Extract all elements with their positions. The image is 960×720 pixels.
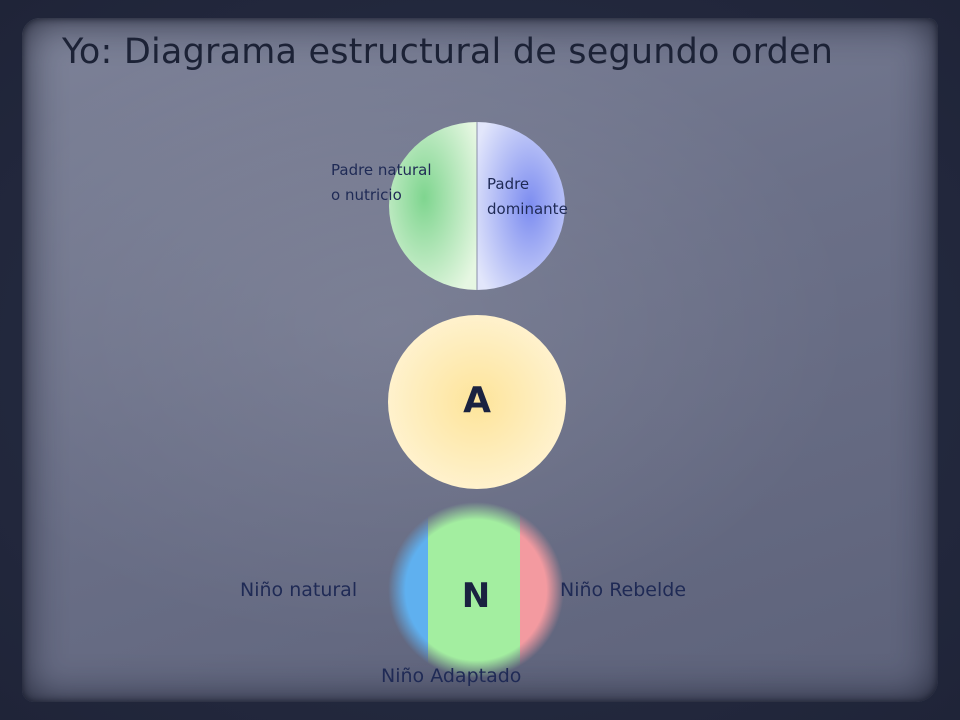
child-circle bbox=[388, 502, 565, 678]
parent-natural-label: Padre natural o nutricio bbox=[331, 158, 432, 208]
slide-title: Yo: Diagrama estructural de segundo orde… bbox=[62, 32, 834, 72]
child-adapted-label: Niño Adaptado bbox=[381, 665, 522, 687]
child-letter: N bbox=[461, 576, 491, 616]
parent-dominant-label-line1: Padre bbox=[487, 175, 530, 193]
parent-natural-label-line2: o nutricio bbox=[331, 186, 402, 204]
parent-dominant-label: Padre dominante bbox=[487, 172, 568, 222]
child-natural-label: Niño natural bbox=[240, 579, 358, 601]
adult-letter: A bbox=[463, 380, 491, 421]
parent-natural-label-line1: Padre natural bbox=[331, 161, 432, 179]
child-rebel-label: Niño Rebelde bbox=[560, 579, 687, 601]
child-rebel-segment bbox=[520, 502, 565, 678]
parent-dominant-label-line2: dominante bbox=[487, 200, 568, 218]
child-adapted-segment bbox=[428, 502, 520, 678]
adult-circle bbox=[388, 315, 566, 489]
child-natural-segment bbox=[388, 502, 428, 678]
